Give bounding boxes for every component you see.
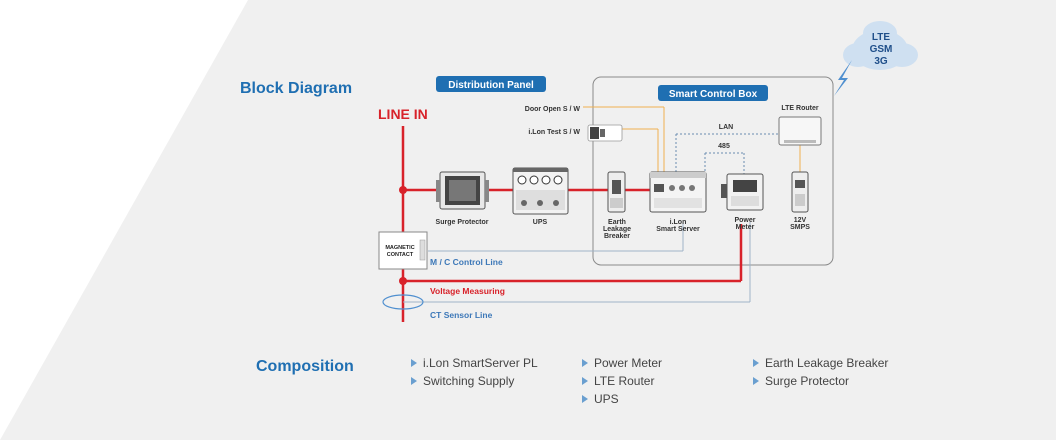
- list-item: LTE Router: [594, 374, 654, 388]
- door-open-label: Door Open S / W: [525, 106, 581, 113]
- smart-control-box-frame: [592, 76, 834, 266]
- list-item: Surge Protector: [765, 374, 849, 388]
- lte-router-label: LTE Router: [781, 105, 818, 112]
- list-item: Power Meter: [594, 356, 662, 370]
- junction-dot: [399, 277, 407, 285]
- earth-leakage-label: Earth: [608, 219, 626, 226]
- rs485-label: 485: [718, 143, 730, 150]
- list-item: i.Lon SmartServer PL: [423, 356, 538, 370]
- network-lines: [675, 133, 778, 174]
- smps-label: SMPS: [790, 224, 810, 231]
- cloud-label-gsm: GSM: [870, 44, 893, 55]
- orange-lines: [583, 106, 801, 172]
- wireless-bolt-icon: [834, 60, 852, 96]
- ups-label: UPS: [533, 219, 548, 226]
- ilon-test-label: i.Lon Test S / W: [528, 129, 580, 136]
- ct-sensor-icon: [382, 294, 424, 310]
- list-item: UPS: [594, 392, 619, 406]
- earth-leakage-label: Breaker: [604, 233, 630, 240]
- signal-lines: [403, 222, 751, 303]
- list-arrow-icon: [582, 359, 588, 367]
- list-arrow-icon: [582, 395, 588, 403]
- smps-label: 12V: [794, 217, 807, 224]
- ct-sensor-line-label: CT Sensor Line: [430, 310, 493, 320]
- power-meter-label: Meter: [736, 224, 755, 231]
- mc-control-line-label: M / C Control Line: [430, 257, 503, 267]
- power-meter-device: [721, 173, 764, 211]
- smart-control-box-badge: [658, 85, 768, 101]
- smart-control-box-label: Smart Control Box: [669, 89, 758, 100]
- distribution-panel-badge: [436, 76, 546, 92]
- magnetic-contact-label: CONTACT: [387, 252, 414, 258]
- test-switch-icon: [587, 124, 623, 142]
- ups-device: [512, 167, 569, 215]
- smps-device: [791, 171, 809, 213]
- cloud-icon: [843, 21, 918, 70]
- list-item: Switching Supply: [423, 374, 514, 388]
- list-item: Earth Leakage Breaker: [765, 356, 888, 370]
- list-arrow-icon: [753, 359, 759, 367]
- line-in-label: LINE IN: [378, 106, 428, 122]
- cloud-label-lte: LTE: [872, 32, 890, 43]
- list-arrow-icon: [582, 377, 588, 385]
- magnetic-contact-device: [378, 231, 428, 270]
- magnetic-contact-label: MAGNETIC: [385, 245, 414, 251]
- power-meter-label: Power: [734, 217, 755, 224]
- ilon-server-label: Smart Server: [656, 226, 700, 233]
- ilon-smart-server-device: [649, 171, 707, 213]
- list-arrow-icon: [753, 377, 759, 385]
- voltage-measuring-label: Voltage Measuring: [430, 286, 505, 296]
- composition-title: Composition: [256, 358, 354, 375]
- earth-leakage-breaker-device: [607, 171, 626, 213]
- list-arrow-icon: [411, 359, 417, 367]
- block-diagram-title: Block Diagram: [240, 80, 352, 97]
- earth-leakage-label: Leakage: [603, 226, 631, 233]
- power-lines: [401, 126, 743, 322]
- list-arrow-icon: [411, 377, 417, 385]
- distribution-panel-label: Distribution Panel: [448, 80, 534, 91]
- surge-protector-label: Surge Protector: [436, 219, 489, 226]
- cloud-label-3g: 3G: [874, 56, 888, 67]
- surge-protector-device: [436, 171, 489, 210]
- lan-label: LAN: [719, 124, 733, 131]
- ilon-server-label: i.Lon: [670, 219, 687, 226]
- lte-router-device: [778, 116, 822, 146]
- junction-dot: [399, 186, 407, 194]
